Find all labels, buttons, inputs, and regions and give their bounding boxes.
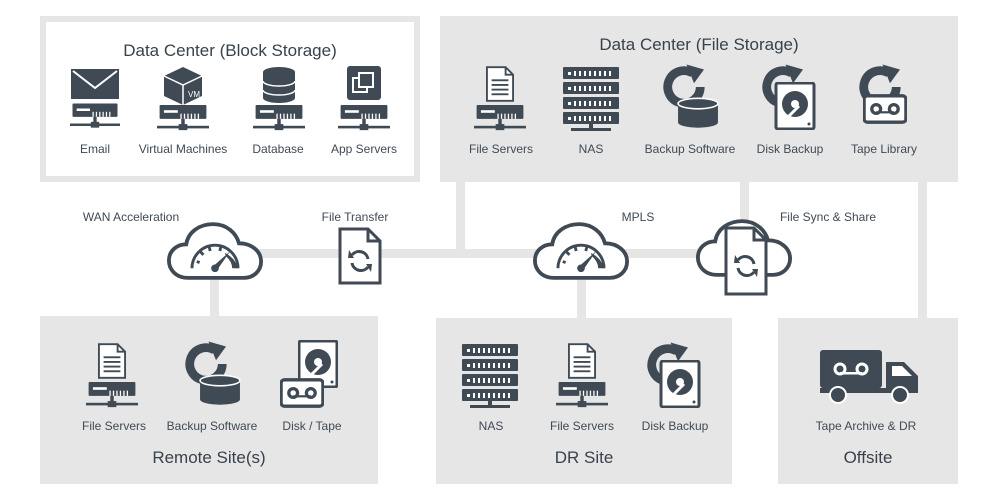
file-transfer-label: File Transfer: [321, 210, 389, 224]
connector-horizontal-backbone: [210, 249, 750, 258]
svg-text:VM: VM: [188, 90, 200, 99]
block-storage-panel: Data Center (Block Storage): [40, 16, 420, 182]
file-server-icon: [474, 66, 526, 132]
cloud-gauge-icon: [167, 220, 263, 282]
remote-file-servers-label: File Servers: [81, 419, 147, 433]
nas-label: NAS: [578, 142, 604, 156]
offsite-title: Offsite: [843, 448, 893, 467]
vm-server-icon: VM: [157, 66, 209, 132]
file-transfer-icon: [338, 227, 382, 285]
disk-tape-icon: [278, 340, 344, 410]
connector-offsite: [918, 180, 927, 320]
connector-dr-site: [577, 255, 586, 320]
connector-remote-site: [210, 255, 219, 317]
email-label: Email: [79, 142, 111, 156]
truck-icon: [818, 348, 922, 406]
dr-nas-label: NAS: [478, 419, 504, 433]
dr-disk-backup-label: Disk Backup: [641, 419, 709, 433]
wan-acceleration-label: WAN Acceleration: [82, 210, 180, 224]
mpls-label: MPLS: [621, 210, 655, 224]
app-server-icon: [338, 66, 390, 132]
tape-archive-label: Tape Archive & DR: [815, 419, 917, 433]
remote-file-server-icon: [86, 343, 138, 409]
disk-tape-label: Disk / Tape: [282, 419, 342, 433]
nas-icon: [563, 66, 619, 132]
tape-library-icon: [855, 62, 917, 132]
remote-backup-software-icon: [181, 339, 243, 409]
database-server-icon: [253, 66, 305, 132]
dr-nas-icon: [462, 343, 518, 409]
dr-site-title: DR Site: [554, 448, 614, 467]
remote-site-title: Remote Site(s): [152, 448, 266, 467]
remote-backup-software-label: Backup Software: [166, 419, 258, 433]
file-sync-label: File Sync & Share: [779, 210, 877, 224]
backup-software-label: Backup Software: [644, 142, 736, 156]
cloud-gauge-icon-mpls: [533, 220, 629, 282]
email-server-icon: [70, 68, 120, 132]
block-storage-title: Data Center (Block Storage): [123, 41, 337, 60]
cloud-file-sync-icon: [696, 216, 796, 298]
app-servers-label: App Servers: [330, 142, 398, 156]
file-storage-title: Data Center (File Storage): [599, 35, 799, 54]
file-servers-label: File Servers: [468, 142, 534, 156]
offsite-panel: Offsite: [778, 318, 958, 484]
vm-label: Virtual Machines: [138, 142, 228, 156]
connector-file-sync: [740, 180, 749, 255]
tape-library-label: Tape Library: [850, 142, 918, 156]
backup-software-icon: [659, 62, 721, 132]
dr-file-servers-label: File Servers: [549, 419, 615, 433]
disk-backup-icon: [758, 62, 820, 132]
dr-disk-backup-icon: [643, 339, 705, 411]
dr-file-server-icon: [556, 343, 608, 409]
connector-file-storage-left: [456, 180, 465, 255]
database-label: Database: [252, 142, 304, 156]
disk-backup-label: Disk Backup: [756, 142, 824, 156]
